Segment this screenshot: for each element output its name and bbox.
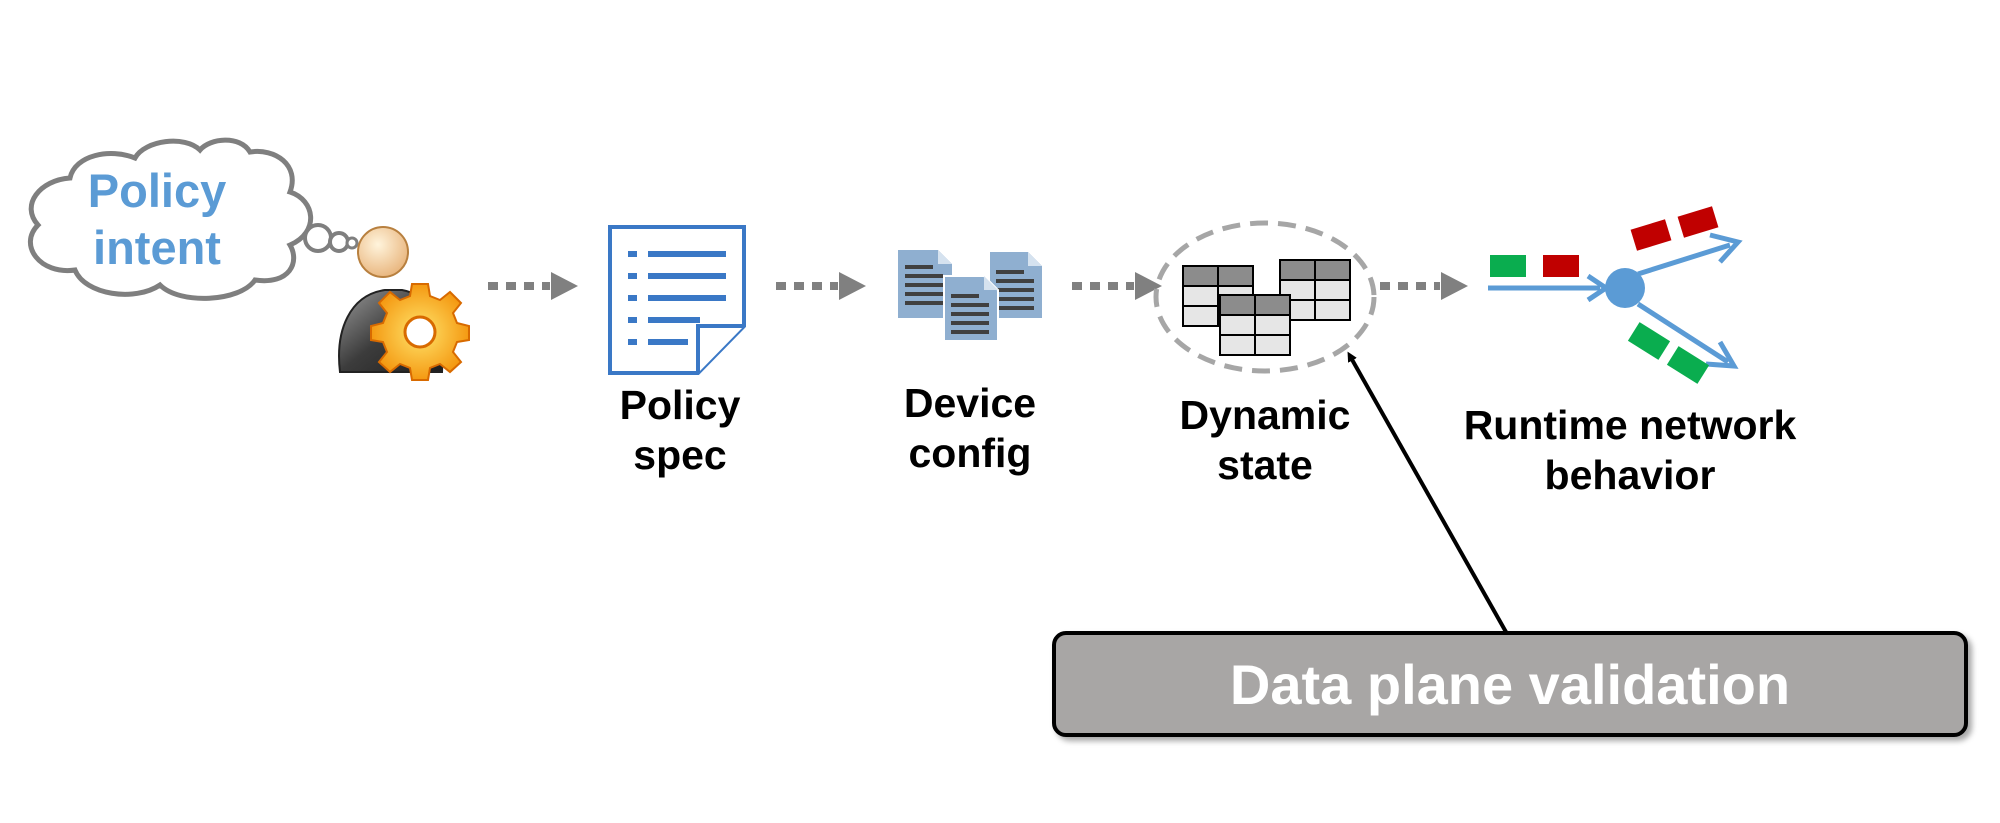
- flow-arrow-2: [776, 272, 866, 300]
- dynamic-state-line1: Dynamic: [1179, 392, 1351, 438]
- device-config-line2: config: [908, 430, 1032, 476]
- runtime-line2: behavior: [1544, 452, 1716, 498]
- dynamic-state-line2: state: [1217, 442, 1313, 488]
- validation-pointer-arrow: [1347, 351, 1508, 633]
- cloud-label-line2: intent: [93, 221, 221, 274]
- policy-spec-line2: spec: [633, 432, 727, 478]
- dynamic-state-icon: [1153, 220, 1377, 374]
- thought-cloud-icon: [27, 137, 359, 301]
- policy-spec-line1: Policy: [619, 382, 741, 428]
- device-config-line1: Device: [903, 380, 1037, 426]
- packet-green-2: [1627, 322, 1671, 360]
- packet-red-3: [1677, 206, 1719, 238]
- runtime-line1: Runtime network: [1463, 402, 1797, 448]
- policy-document-icon: [608, 225, 746, 375]
- dynamic-state-label: Dynamic state: [1160, 390, 1370, 490]
- cloud-label: Policy intent: [62, 162, 252, 276]
- runtime-flow-icon: [1488, 206, 1743, 384]
- policy-spec-label: Policy spec: [590, 380, 770, 480]
- packet-red-1: [1543, 255, 1579, 277]
- device-config-label: Device config: [880, 378, 1060, 478]
- cloud-label-line1: Policy: [87, 164, 227, 217]
- config-files-icon: [898, 250, 1042, 342]
- flow-arrow-4: [1380, 272, 1468, 300]
- flow-arrow-1: [488, 272, 578, 300]
- packet-green-3: [1666, 346, 1710, 384]
- runtime-label: Runtime network behavior: [1440, 400, 1820, 500]
- packet-green-1: [1490, 255, 1526, 277]
- packet-red-2: [1630, 219, 1672, 251]
- table-icon-2: [1279, 259, 1351, 321]
- user-gear-icon: [338, 226, 470, 381]
- data-plane-validation-label: Data plane validation: [1229, 652, 1791, 716]
- flow-arrow-3: [1072, 272, 1162, 300]
- table-icon-3: [1219, 294, 1291, 356]
- data-plane-validation-box: Data plane validation: [1052, 631, 1968, 737]
